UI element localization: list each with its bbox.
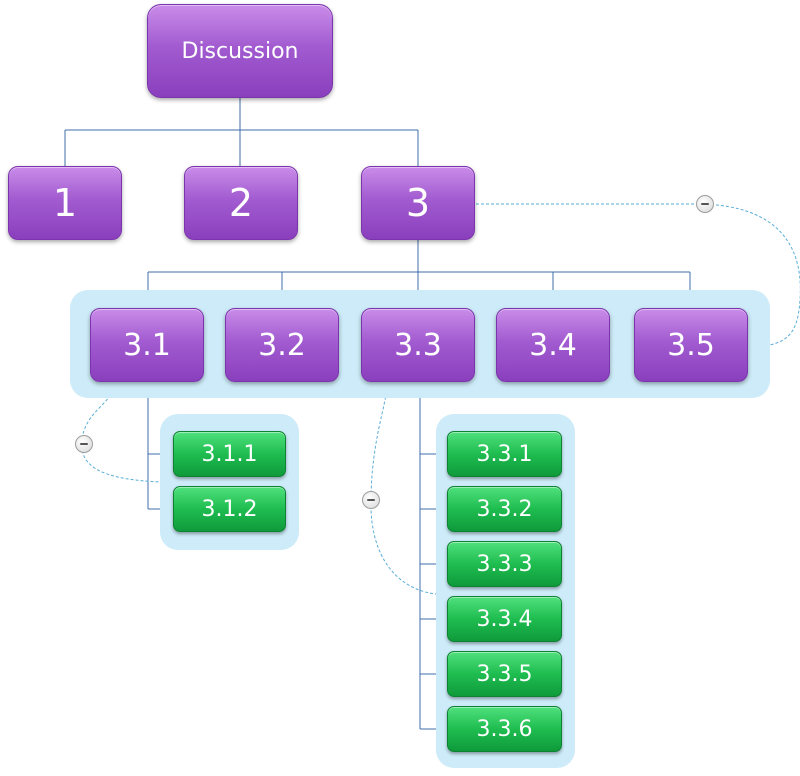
collapse-icon[interactable]: [362, 491, 380, 509]
topic-label: Discussion: [181, 38, 299, 64]
subtopic-label: 3.3.6: [476, 716, 533, 742]
topic-3-4[interactable]: 3.4: [496, 308, 610, 382]
topic-label: 1: [52, 181, 78, 225]
subtopic-label: 3.3.2: [476, 496, 533, 522]
subtopic-label: 3.3.3: [476, 551, 533, 577]
subtopic-3-3-3[interactable]: 3.3.3: [447, 541, 562, 587]
collapse-icon[interactable]: [75, 435, 93, 453]
topic-label: 3.3: [394, 327, 442, 363]
subtopic-3-3-5[interactable]: 3.3.5: [447, 651, 562, 697]
subtopic-3-3-2[interactable]: 3.3.2: [447, 486, 562, 532]
minus-icon: [80, 443, 88, 445]
topic-label: 3.4: [529, 327, 577, 363]
topic-label: 3.5: [667, 327, 715, 363]
subtopic-3-3-1[interactable]: 3.3.1: [447, 431, 562, 477]
topic-root[interactable]: Discussion: [147, 4, 333, 98]
collapse-icon[interactable]: [696, 195, 714, 213]
topic-label: 3.2: [258, 327, 306, 363]
relationship-3-group: [476, 203, 800, 346]
topic-3-5[interactable]: 3.5: [634, 308, 748, 382]
minus-icon: [367, 499, 375, 501]
topic-label: 3: [405, 181, 431, 225]
topic-2[interactable]: 2: [184, 166, 298, 240]
topic-label: 2: [228, 181, 254, 225]
topic-label: 3.1: [123, 327, 171, 363]
connector-root: [64, 98, 419, 166]
subtopic-label: 3.3.1: [476, 441, 533, 467]
subtopic-label: 3.3.4: [476, 606, 533, 632]
subtopic-label: 3.1.1: [201, 441, 258, 467]
subtopic-3-3-6[interactable]: 3.3.6: [447, 706, 562, 752]
subtopic-label: 3.3.5: [476, 661, 533, 687]
relationship-3-3-group: [370, 381, 437, 595]
subtopic-3-3-4[interactable]: 3.3.4: [447, 596, 562, 642]
topic-3-3[interactable]: 3.3: [361, 308, 475, 382]
subtopic-label: 3.1.2: [201, 496, 258, 522]
subtopic-3-1-2[interactable]: 3.1.2: [173, 486, 286, 532]
relationship-3-1-group: [81, 381, 163, 483]
connector-3-3: [419, 382, 447, 730]
topic-3-1[interactable]: 3.1: [90, 308, 204, 382]
minus-icon: [701, 203, 709, 205]
subtopic-3-1-1[interactable]: 3.1.1: [173, 431, 286, 477]
topic-1[interactable]: 1: [8, 166, 122, 240]
topic-3[interactable]: 3: [361, 166, 475, 240]
topic-3-2[interactable]: 3.2: [225, 308, 339, 382]
